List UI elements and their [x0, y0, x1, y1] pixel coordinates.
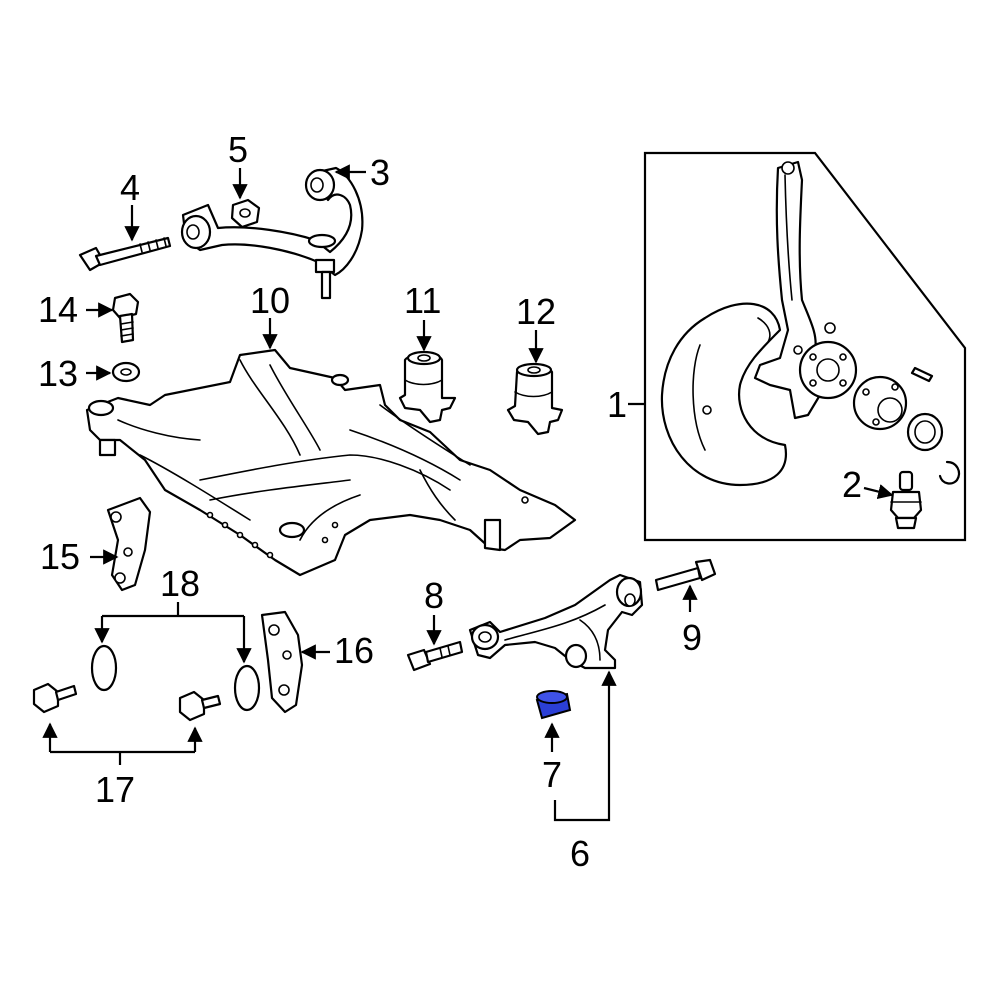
callout-16: 16 [334, 630, 374, 671]
callout-4: 4 [120, 167, 140, 208]
wheel-hub-part[interactable] [852, 375, 908, 431]
callout-7: 7 [542, 754, 562, 795]
upper-arm-bolt-part[interactable] [78, 236, 172, 272]
callout-15: 15 [40, 536, 80, 577]
plate-washer-left[interactable] [90, 644, 118, 692]
callout-10: 10 [250, 280, 290, 321]
callout-17: 17 [95, 769, 135, 810]
callout-9: 9 [682, 617, 702, 658]
subframe-mount-bushing-11[interactable] [398, 350, 457, 424]
callout-1: 1 [607, 384, 627, 425]
subframe-mount-bushing-12[interactable] [506, 362, 564, 436]
knuckle-inset-box [643, 151, 967, 542]
callout-11: 11 [404, 280, 441, 321]
upper-arm-nut-part[interactable] [230, 198, 261, 229]
callout-18: 18 [160, 563, 200, 604]
washer-part[interactable] [111, 361, 141, 383]
bracket-15-part[interactable] [106, 496, 152, 592]
wheel-bearing-part[interactable] [906, 412, 944, 452]
plate-washer-right[interactable] [233, 664, 261, 712]
leader-lines [42, 164, 894, 822]
snap-ring-part[interactable] [938, 460, 961, 485]
lower-arm-bolt-rear[interactable] [654, 558, 717, 592]
callout-8: 8 [424, 575, 444, 616]
ball-joint-part[interactable] [889, 470, 923, 530]
callout-6: 6 [570, 833, 590, 874]
bracket-16-part[interactable] [260, 610, 304, 714]
callout-5: 5 [228, 129, 248, 170]
lower-control-arm-part[interactable] [468, 573, 644, 670]
upper-control-arm-part[interactable] [180, 166, 364, 300]
callout-2: 2 [842, 464, 862, 505]
bolt-17-left[interactable] [32, 682, 78, 714]
flange-bolt-part[interactable] [111, 292, 140, 344]
callout-labels: 1 2 3 4 5 6 7 8 9 10 11 12 13 14 15 16 1… [38, 129, 862, 874]
callout-13: 13 [38, 353, 78, 394]
callout-3: 3 [370, 152, 390, 193]
callout-12: 12 [516, 291, 556, 332]
wheel-stud-part[interactable] [910, 366, 934, 383]
bolt-17-right[interactable] [178, 690, 222, 722]
crossmember-part[interactable] [85, 348, 577, 577]
callout-14: 14 [38, 289, 78, 330]
lower-arm-bolt-front[interactable] [406, 640, 464, 672]
hub-flange-part[interactable] [798, 340, 858, 400]
dust-shield-part[interactable] [660, 302, 787, 487]
lower-arm-bushing-highlighted[interactable] [535, 690, 572, 720]
